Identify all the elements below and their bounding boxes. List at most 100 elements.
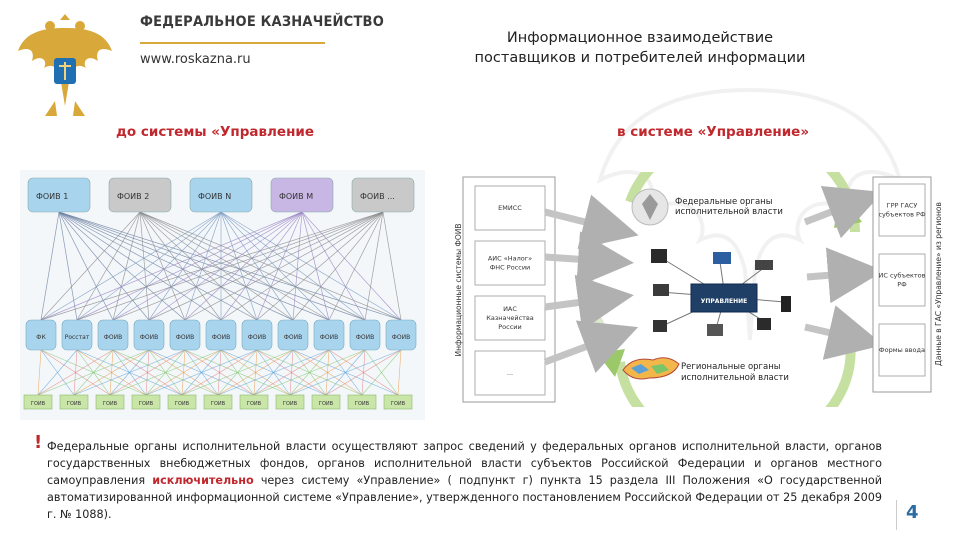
note-text-part1: Федеральные органы исполнительной власти… <box>47 440 882 487</box>
regional-data-box <box>878 253 926 307</box>
connection-line <box>328 211 384 321</box>
bottom-node-label: ГОИВ <box>67 401 82 407</box>
mid-node-label: ФК <box>36 334 46 341</box>
connection-line <box>289 349 366 396</box>
connection-line <box>220 211 258 321</box>
mid-node-label: ФОИВ <box>356 334 375 341</box>
mid-node-label: ФОИВ <box>104 334 123 341</box>
mid-node <box>61 319 93 351</box>
connection-line <box>253 349 330 396</box>
upravlenie-center-box <box>690 283 758 313</box>
connection-line <box>184 211 303 321</box>
connection-line <box>37 349 114 396</box>
right-section-heading: в системе «Управление» <box>617 124 810 140</box>
top-node <box>270 177 334 213</box>
bottom-node <box>23 394 53 410</box>
regional-data-box <box>878 183 926 237</box>
connection-line <box>40 211 60 321</box>
connection-line <box>37 349 150 396</box>
connection-line <box>58 211 294 321</box>
connection-line <box>289 349 402 396</box>
treasury-emblem-logo <box>18 14 112 116</box>
top-node-label: ФОИВ N <box>198 192 231 201</box>
connection-line <box>58 211 222 321</box>
exclamation-mark: ! <box>34 432 43 453</box>
connection-line <box>220 211 330 321</box>
page-number: 4 <box>906 502 919 523</box>
slide-title-line2: поставщиков и потребителей информации <box>474 50 806 66</box>
connection-line <box>58 211 186 321</box>
connection-line <box>220 211 294 321</box>
connection-line <box>37 349 78 396</box>
top-node-label: ФОИВ M <box>279 192 313 201</box>
connection-line <box>217 349 294 396</box>
bottom-node-label: ГОИВ <box>139 401 154 407</box>
top-node <box>189 177 253 213</box>
connection-line <box>256 211 303 321</box>
box-label-line: ... <box>507 369 513 377</box>
slide-title: Информационное взаимодействие поставщико… <box>440 28 840 68</box>
note-text-part2: через систему «Управление» ( подпункт г)… <box>47 474 883 521</box>
connection-line <box>325 349 402 396</box>
connection-line <box>361 349 402 396</box>
bottom-node <box>311 394 341 410</box>
tower-icon <box>781 296 791 312</box>
tablet-icon <box>755 260 773 270</box>
connection-line <box>220 211 366 321</box>
connection-line <box>364 211 384 321</box>
connection-line <box>301 211 330 321</box>
connection-line <box>382 211 402 321</box>
top-node <box>27 177 91 213</box>
connection-line <box>109 349 222 396</box>
bottom-node-label: ГОИВ <box>247 401 262 407</box>
connection-line <box>58 211 78 321</box>
box-label-line: Казначейства <box>486 314 534 322</box>
monitor-icon <box>713 252 731 264</box>
connection-line <box>148 211 303 321</box>
connection-line <box>139 211 402 321</box>
mid-node <box>205 319 237 351</box>
connection-line <box>109 349 186 396</box>
foiv-system-box <box>474 350 546 396</box>
connection-line <box>139 211 222 321</box>
bottom-node-label: ГОИВ <box>391 401 406 407</box>
connection-line <box>73 349 186 396</box>
box-label-line: ГРР ГАСУ <box>887 202 918 210</box>
mid-node-label: ФОИВ <box>320 334 339 341</box>
left-section-heading: до системы «Управление <box>116 124 315 140</box>
bottom-node-label: ГОИВ <box>31 401 46 407</box>
brand-divider <box>140 42 325 44</box>
mid-node <box>241 319 273 351</box>
connection-line <box>184 211 222 321</box>
mid-node-label: ФОИВ <box>140 334 159 341</box>
mid-node-label: ФОИВ <box>212 334 231 341</box>
connection-line <box>40 211 222 321</box>
connection-line <box>397 349 402 396</box>
regional-authorities-label-line1: Региональные органы <box>681 362 781 372</box>
top-node-label: ФОИВ 1 <box>36 192 68 201</box>
regional-data-box <box>878 323 926 377</box>
bottom-node <box>131 394 161 410</box>
bottom-node-label: ГОИВ <box>283 401 298 407</box>
laptop-icon <box>653 284 669 296</box>
box-label-line: РФ <box>897 281 907 289</box>
regional-authorities-label-line2: исполнительной власти <box>681 373 789 383</box>
connection-line <box>220 211 384 321</box>
connection-line <box>112 211 222 321</box>
connection-line <box>58 211 258 321</box>
foiv-system-box <box>474 240 546 286</box>
connection-line <box>139 211 330 321</box>
connection-line <box>139 211 150 321</box>
connection-line <box>40 211 303 321</box>
mid-node <box>385 319 417 351</box>
foiv-system-box <box>474 295 546 341</box>
mid-node <box>349 319 381 351</box>
page-number-divider <box>896 500 897 530</box>
notebook-icon <box>707 324 723 336</box>
russia-map-icon <box>622 357 680 380</box>
